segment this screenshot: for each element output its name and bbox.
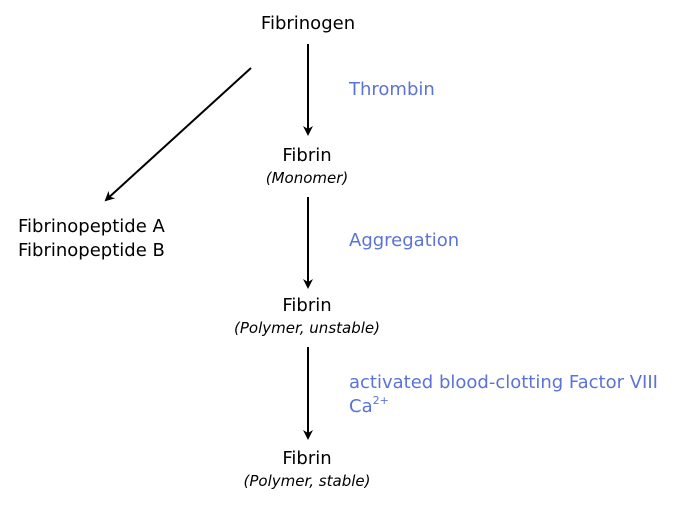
fibrinopeptide-b-label: Fibrinopeptide B <box>18 240 165 261</box>
calcium-charge: 2+ <box>372 394 389 407</box>
calcium-ion-label: Ca2+ <box>349 394 389 418</box>
fibrinopeptide-a-label: Fibrinopeptide A <box>18 216 165 237</box>
fibrin-monomer-state: (Monomer) <box>265 169 349 187</box>
fibrin-polymer-unstable-state: (Polymer, unstable) <box>234 319 380 337</box>
thrombin-label: Thrombin <box>349 79 435 100</box>
fibrin-polymer-stable-label: Fibrin <box>282 448 332 469</box>
fibrinogen-label: Fibrinogen <box>260 13 356 34</box>
fibrin-polymer-stable-state: (Polymer, stable) <box>243 472 371 490</box>
aggregation-label: Aggregation <box>349 230 460 251</box>
fibrin-monomer-label: Fibrin <box>282 145 332 166</box>
calcium-symbol: Ca <box>349 396 373 417</box>
factor-viii-label: activated blood-clotting Factor VIII <box>349 372 658 393</box>
arrow-fibrinogen-to-fibrinopeptides <box>104 67 252 202</box>
fibrin-polymer-unstable-label: Fibrin <box>282 295 332 316</box>
